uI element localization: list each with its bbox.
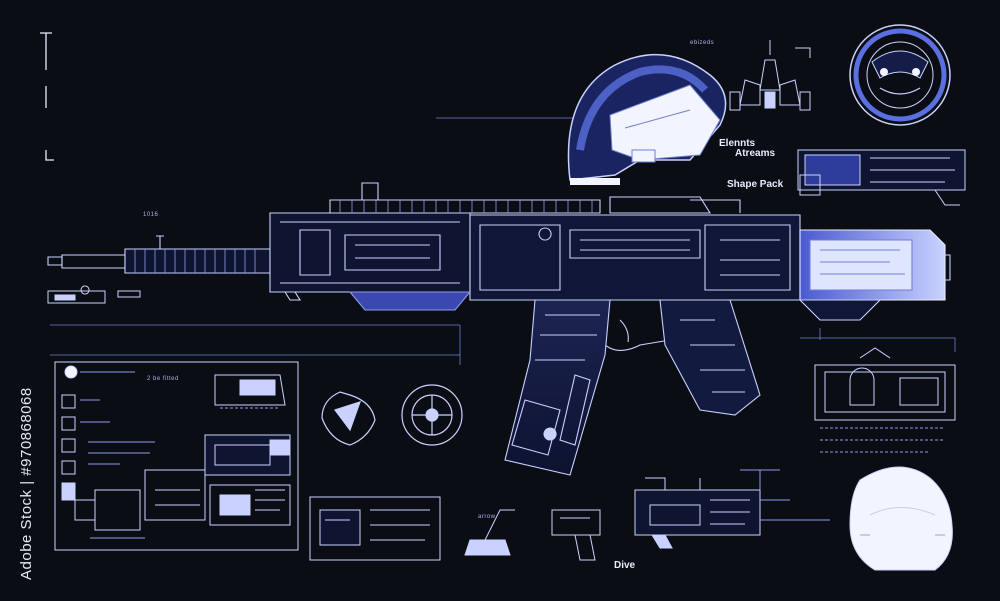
shape-pack-label: Shape Pack: [727, 179, 784, 190]
armor-shell-icon: [849, 466, 953, 571]
elements-label-line1: Elennts: [719, 138, 756, 149]
stock-watermark: Adobe Stock | #970868068: [8, 350, 35, 580]
side-mechanism-schematic: [797, 149, 966, 206]
tiny-label-1016: 1016: [143, 212, 159, 218]
info-panel-frame: [54, 361, 299, 551]
tiny-label-top: ebizeds: [690, 40, 715, 46]
emblem-icons: [321, 384, 463, 446]
drone-schematic-icon: [729, 40, 811, 111]
radial-gauge-icon: [849, 24, 951, 126]
elements-label-line2: Atreams: [735, 148, 776, 159]
dive-label: Dive: [614, 560, 636, 571]
cockpit-panel-schematic: [814, 347, 956, 453]
bottom-schematics: [309, 469, 830, 561]
small-parts-left: [47, 285, 141, 304]
rifle-blueprint: [47, 182, 951, 476]
helmet-icon: [567, 53, 727, 185]
corner-hud-marks: [40, 32, 54, 161]
guide-lines: [50, 117, 956, 365]
tiny-label-arrow: arrow: [478, 514, 496, 520]
panel-title-label: 2 be fitted: [147, 376, 179, 382]
watermark-text: Adobe Stock | #970868068: [18, 387, 35, 580]
